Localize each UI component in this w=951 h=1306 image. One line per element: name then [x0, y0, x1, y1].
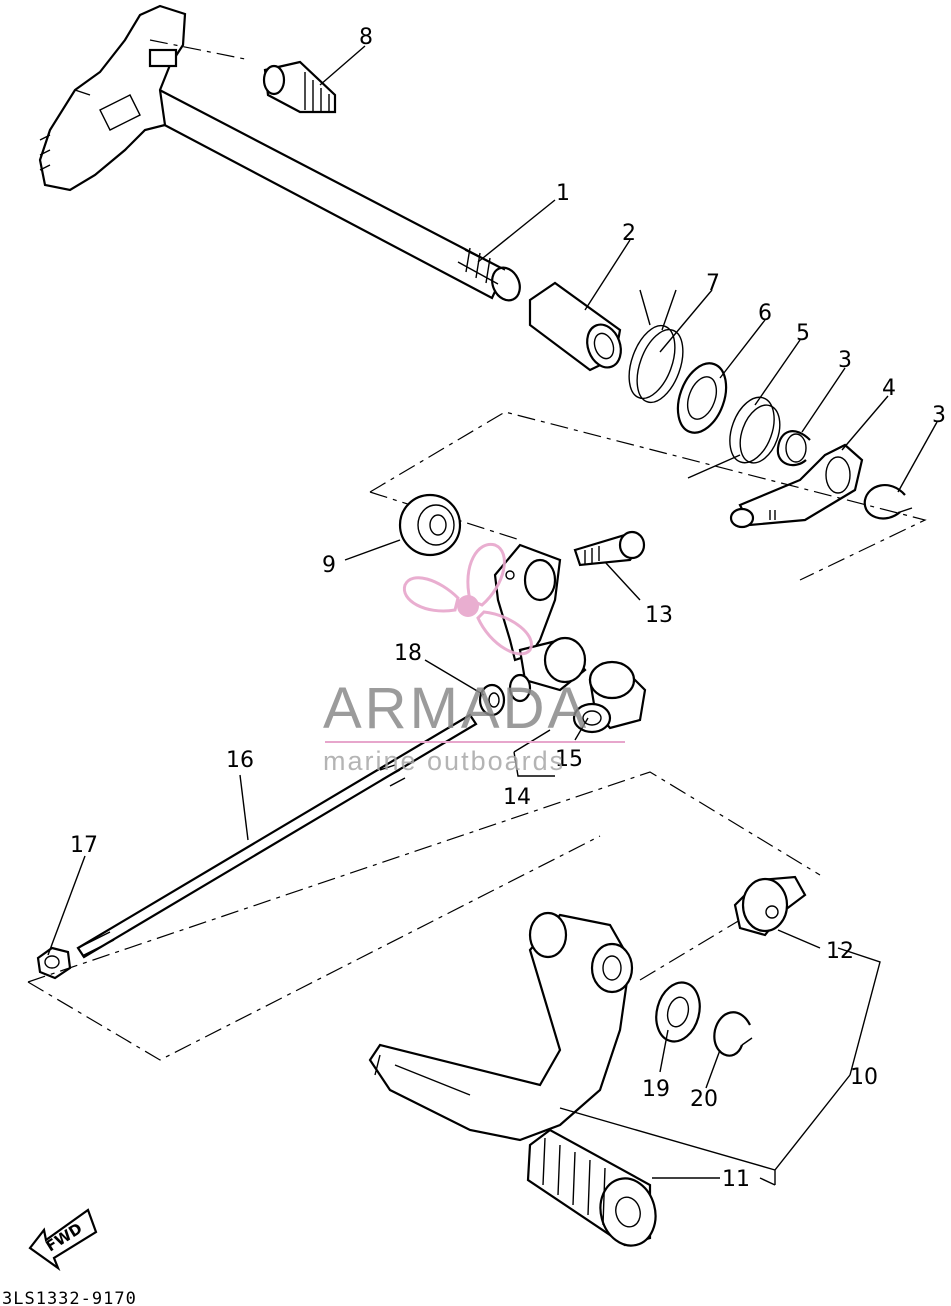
callout-14: 14 [503, 785, 531, 810]
circlip-part-3-upper [776, 430, 811, 467]
callout-7: 7 [706, 271, 720, 296]
stud-bolt-part-8 [262, 60, 337, 114]
callout-12: 12 [826, 939, 854, 964]
callout-6: 6 [758, 301, 772, 326]
circlip-part-20 [713, 1011, 753, 1057]
bolt-part-13 [573, 530, 646, 567]
callout-9: 9 [322, 553, 336, 578]
stopper-lever-part-4 [729, 443, 864, 529]
torsion-spring-part-7 [628, 289, 684, 404]
callout-4: 4 [882, 376, 896, 401]
forward-arrow-icon: FWD [28, 1208, 98, 1272]
shift-shaft-part-1 [38, 4, 521, 302]
callout-20: 20 [690, 1087, 718, 1112]
callout-10: 10 [850, 1065, 878, 1090]
callout-3-a: 3 [838, 348, 852, 373]
propeller-logo-icon [402, 542, 533, 656]
pivot-joint-part-12 [733, 875, 807, 937]
callout-11: 11 [722, 1167, 750, 1192]
callout-15: 15 [555, 747, 583, 772]
callout-3-b: 3 [932, 403, 946, 428]
washer-part-6 [676, 362, 728, 434]
shift-rod-part-16 [76, 713, 478, 959]
shift-arm-part-14 [493, 543, 587, 692]
callout-8: 8 [359, 25, 373, 50]
callout-labels: 1 2 3 3 4 5 6 7 8 9 10 11 12 13 14 15 16… [70, 25, 946, 1192]
bearing-part-9 [398, 493, 462, 557]
callout-1: 1 [556, 181, 570, 206]
callout-16: 16 [226, 748, 254, 773]
joint-part-15 [572, 660, 647, 734]
callout-13: 13 [645, 603, 673, 628]
callout-19: 19 [642, 1077, 670, 1102]
pedal-rubber-part-11 [526, 1128, 657, 1247]
collar-part-2 [528, 281, 622, 372]
callout-18: 18 [394, 641, 422, 666]
shift-pedal-part-10 [368, 911, 634, 1142]
watermark-brand: ARMADA [323, 676, 589, 741]
callout-2: 2 [622, 221, 636, 246]
leader-lines [47, 45, 938, 1186]
watermark-tagline: marine outboards [323, 746, 565, 776]
collar-part-18 [478, 673, 532, 717]
circlip-part-3-lower [863, 484, 913, 520]
callout-5: 5 [796, 321, 810, 346]
spring-part-5 [687, 396, 781, 479]
diagram-code: 3LS1332-9170 [2, 1289, 137, 1306]
armada-watermark: ARMADA marine outboards [323, 542, 625, 776]
washer-part-19 [655, 981, 701, 1043]
callout-17: 17 [70, 833, 98, 858]
